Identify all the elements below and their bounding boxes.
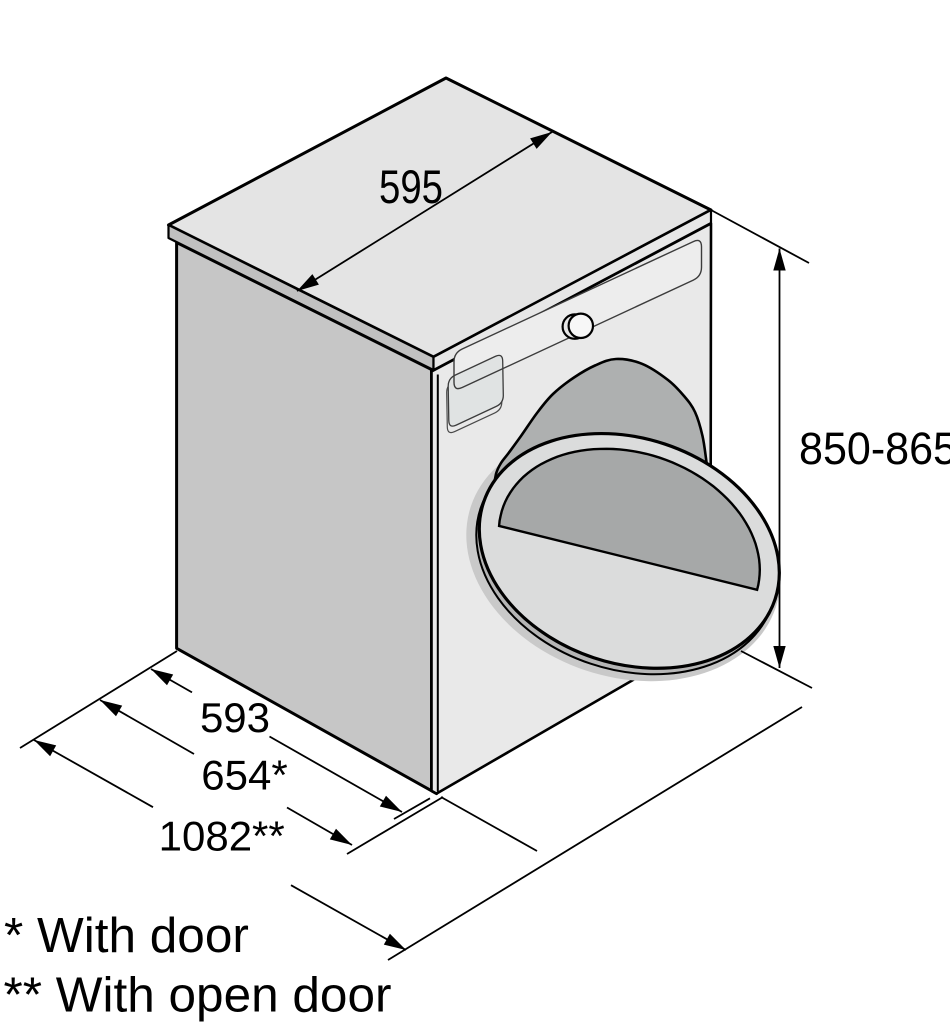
- svg-text:850-865: 850-865: [799, 423, 950, 474]
- svg-text:595: 595: [379, 161, 443, 214]
- svg-text:** With open door: ** With open door: [4, 968, 392, 1023]
- svg-text:1082**: 1082**: [159, 813, 285, 860]
- svg-text:593: 593: [200, 694, 270, 741]
- svg-text:* With door: * With door: [4, 908, 249, 963]
- svg-text:654*: 654*: [201, 752, 287, 799]
